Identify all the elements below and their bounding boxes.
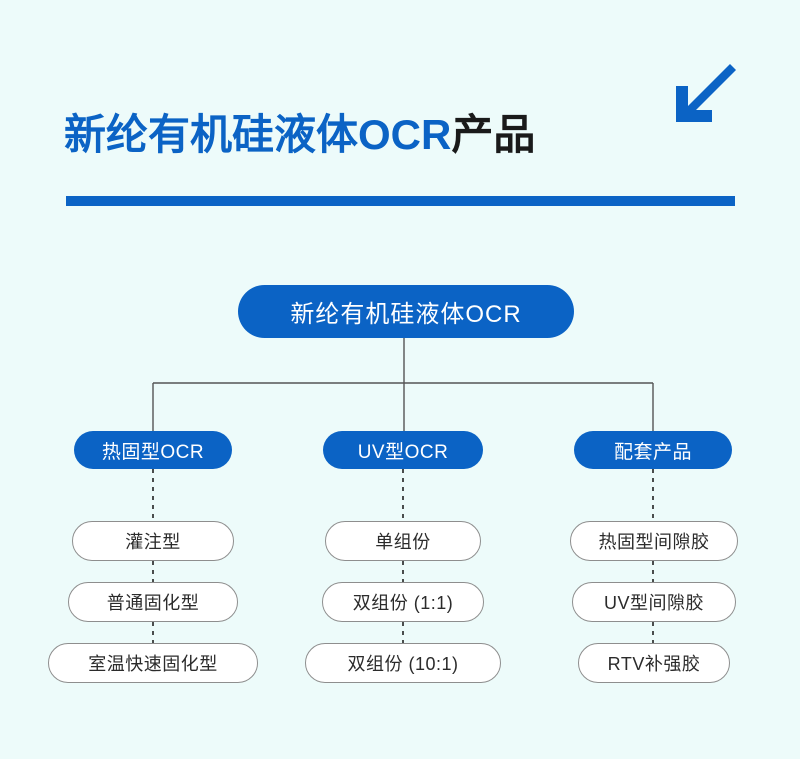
tree-leaf-accessories-1[interactable]: UV型间隙胶 [572,582,736,622]
tree-leaf-uv-2[interactable]: 双组份 (10:1) [305,643,501,683]
tree-leaf-uv-1[interactable]: 双组份 (1:1) [322,582,484,622]
tree-node-root[interactable]: 新纶有机硅液体OCR [238,285,574,338]
page-header: 新纶有机硅液体OCR产品 [0,0,800,230]
tree-node-branch-uv[interactable]: UV型OCR [323,431,483,469]
tree-leaf-accessories-2[interactable]: RTV补强胶 [578,643,730,683]
arrow-down-left-icon [676,64,736,122]
title-underline-rule [66,196,735,206]
page-title-secondary: 产品 [451,111,536,158]
tree-leaf-thermal-1[interactable]: 普通固化型 [68,582,238,622]
tree-leaf-thermal-2[interactable]: 室温快速固化型 [48,643,258,683]
page-title: 新纶有机硅液体OCR产品 [64,114,535,156]
tree-leaf-uv-0[interactable]: 单组份 [325,521,481,561]
page-title-primary: 新纶有机硅液体OCR [64,111,452,158]
tree-node-branch-accessories[interactable]: 配套产品 [574,431,732,469]
tree-leaf-accessories-0[interactable]: 热固型间隙胶 [570,521,738,561]
tree-node-branch-thermal[interactable]: 热固型OCR [74,431,232,469]
tree-leaf-thermal-0[interactable]: 灌注型 [72,521,234,561]
